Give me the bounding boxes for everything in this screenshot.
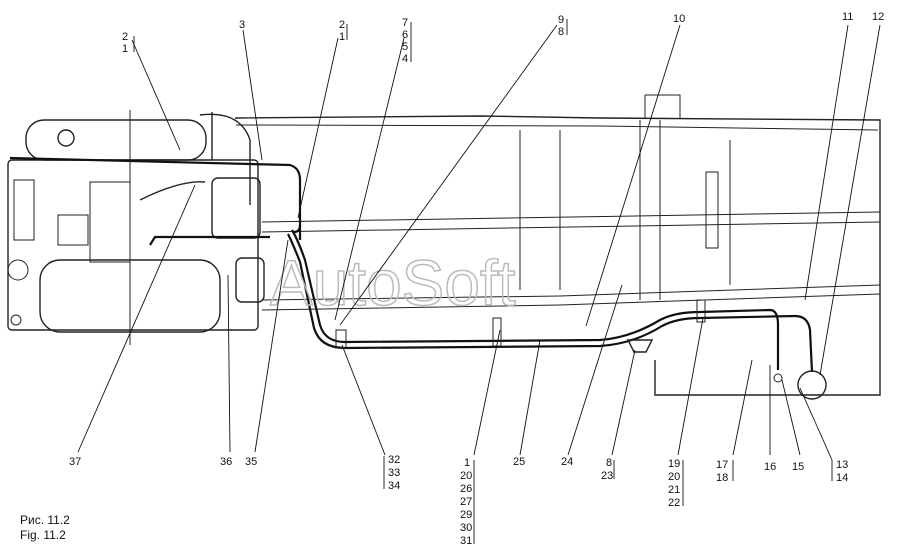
- callout-number: 32: [388, 454, 400, 466]
- callout-8-23: 8 23: [601, 457, 613, 482]
- callout-2-1-left: 2 1: [122, 31, 128, 55]
- callout-number: 20: [460, 470, 472, 482]
- callout-number: 8: [606, 457, 612, 469]
- callout-number: 26: [460, 483, 472, 495]
- callout-number: 6: [402, 29, 408, 41]
- callout-32-34: 32 33 34: [388, 454, 400, 492]
- chassis-frame: [234, 94, 881, 396]
- callout-number: 18: [716, 472, 728, 484]
- callout-number: 2: [122, 31, 128, 43]
- callout-2-1-mid: 2 1: [339, 19, 345, 43]
- callout-number: 23: [601, 470, 613, 482]
- callout-number: 8: [558, 26, 564, 38]
- callout-number: 22: [668, 497, 680, 509]
- callout-number: 17: [716, 459, 728, 471]
- callout-number: 20: [668, 471, 680, 483]
- figure-caption: Рис. 11.2 Fig. 11.2: [20, 513, 70, 542]
- callout-number: 31: [460, 535, 472, 547]
- callout-1-31: 1 20 26 27 29 30 31: [460, 457, 472, 547]
- engine-assembly: [7, 110, 265, 345]
- callout-number: 14: [836, 472, 848, 484]
- caption-en: Fig. 11.2: [20, 528, 66, 542]
- callout-number: 1: [122, 43, 128, 55]
- caption-ru: Рис. 11.2: [20, 513, 70, 527]
- callout-16: 16: [764, 461, 776, 473]
- callout-number: 29: [460, 509, 472, 521]
- callout-19-22: 19 20 21 22: [668, 458, 680, 509]
- callout-11: 11: [842, 11, 853, 23]
- callout-9-8: 9 8: [558, 14, 564, 38]
- callout-number: 34: [388, 480, 400, 492]
- callout-number: 13: [836, 459, 848, 471]
- callout-number: 33: [388, 467, 400, 479]
- callout-24: 24: [561, 456, 573, 468]
- callout-number: 30: [460, 522, 472, 534]
- callout-13-14: 13 14: [836, 459, 848, 484]
- callout-number: 2: [339, 19, 345, 31]
- callout-number: 19: [668, 458, 680, 470]
- callout-brackets: [133, 19, 833, 544]
- callout-number: 4: [402, 53, 408, 65]
- callout-number: 5: [402, 41, 408, 53]
- callout-number: 9: [558, 14, 564, 26]
- callout-number: 21: [668, 484, 680, 496]
- callout-number: 1: [339, 31, 345, 43]
- callout-36: 36: [220, 456, 232, 468]
- callout-10: 10: [673, 13, 685, 25]
- callout-35: 35: [245, 456, 257, 468]
- leader-lines: [77, 24, 881, 461]
- callout-number: 1: [464, 457, 470, 469]
- callout-17-18: 17 18: [716, 459, 728, 484]
- callout-25: 25: [513, 456, 525, 468]
- callout-number: 7: [402, 17, 408, 29]
- callout-15: 15: [792, 461, 804, 473]
- callout-12: 12: [872, 11, 884, 23]
- callout-7-6-5-4: 7 6 5 4: [402, 17, 408, 65]
- callout-37: 37: [69, 456, 81, 468]
- callout-number: 27: [460, 496, 472, 508]
- watermark-text: AutoSoft: [270, 247, 516, 319]
- callout-3: 3: [239, 19, 245, 31]
